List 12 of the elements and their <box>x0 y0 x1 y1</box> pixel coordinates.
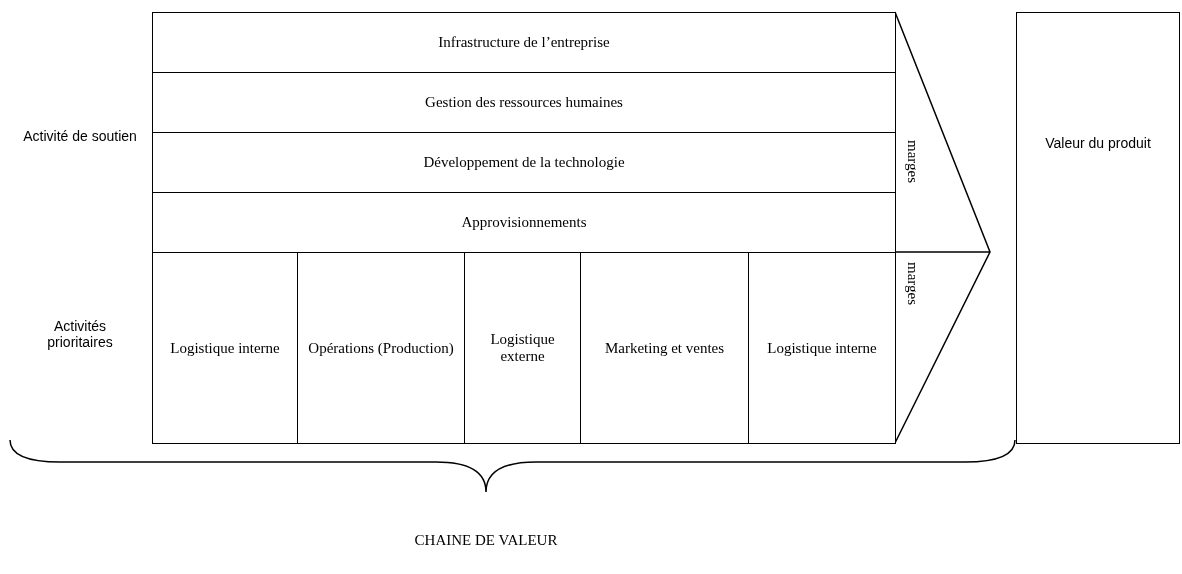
row-label: Activité de soutien <box>22 128 138 144</box>
support-activity-band: Infrastructure de l’entreprise <box>152 12 896 73</box>
support-activity-band: Gestion des ressources humaines <box>152 72 896 133</box>
margin-label: marges <box>904 262 921 306</box>
chain-caption: CHAINE DE VALEUR <box>413 532 559 549</box>
margin-label: marges <box>904 140 921 184</box>
row-label: Activités prioritaires <box>46 318 114 350</box>
support-activity-band: Développement de la technologie <box>152 132 896 193</box>
support-activity-band: Approvisionnements <box>152 192 896 253</box>
primary-activity-cell: Logistique interne <box>748 252 896 444</box>
primary-activity-cell: Logistique interne <box>152 252 298 444</box>
product-value-box: Valeur du produit <box>1016 12 1180 444</box>
